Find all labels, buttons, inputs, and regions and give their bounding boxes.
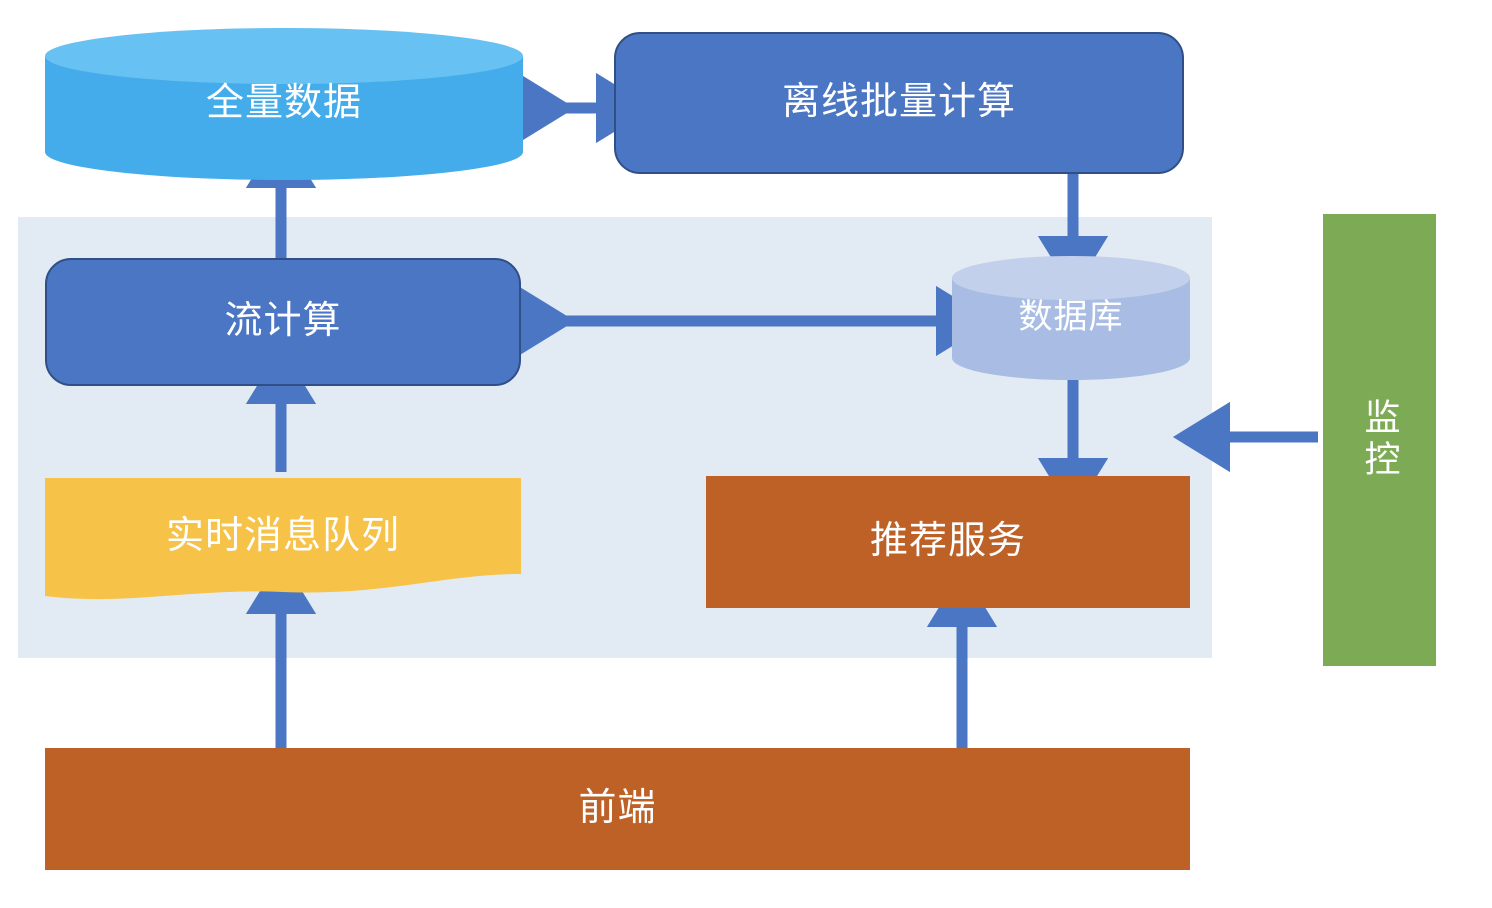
cylinder-shape-icon: [45, 28, 523, 180]
node-full-data[interactable]: 全量数据: [45, 28, 523, 180]
wave-shape-icon: [45, 478, 521, 600]
node-database-label: 数据库: [1018, 298, 1124, 337]
node-full-data-label: 全量数据: [205, 82, 362, 125]
node-recommend-service-label: 推荐服务: [869, 520, 1026, 563]
node-monitor[interactable]: 监控: [1323, 214, 1436, 666]
node-batch-compute-label: 离线批量计算: [781, 81, 1016, 124]
node-message-queue[interactable]: 实时消息队列: [45, 478, 521, 606]
cylinder-shape-icon: [952, 256, 1190, 380]
node-message-queue-label: 实时消息队列: [165, 515, 400, 558]
node-stream-compute[interactable]: 流计算: [45, 258, 521, 386]
node-stream-compute-label: 流计算: [224, 300, 342, 343]
node-batch-compute[interactable]: 离线批量计算: [614, 32, 1184, 174]
node-frontend-label: 前端: [578, 787, 657, 830]
node-frontend[interactable]: 前端: [45, 748, 1190, 870]
node-monitor-label: 监控: [1359, 398, 1401, 482]
node-recommend-service[interactable]: 推荐服务: [706, 476, 1190, 608]
node-database[interactable]: 数据库: [952, 256, 1190, 380]
